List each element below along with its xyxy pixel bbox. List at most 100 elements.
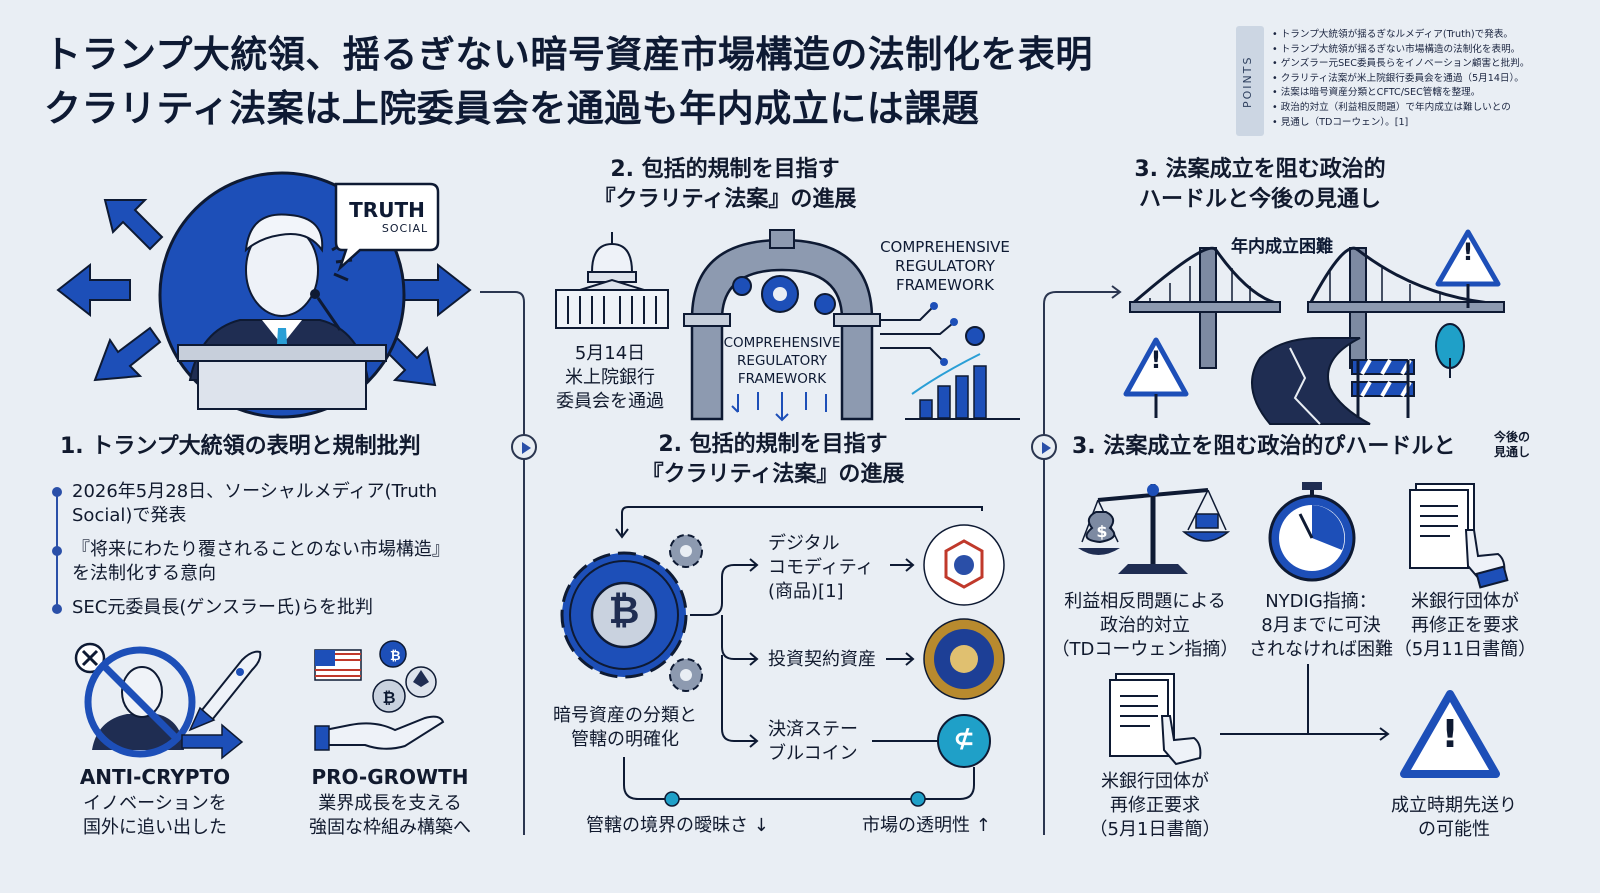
section2-heading-mid: 2. 包括的規制を目指す 『クラリティ法案』の進展 [608,430,938,490]
points-box: POINTS トランプ大統領が揺るぎなルメディア(Truth)で発表。 トランプ… [1236,26,1576,138]
dollar-glyph: $ [1096,522,1108,541]
points-item: クラリティ法案が米上院銀行委員会を通過（5月14日）。 [1272,72,1529,87]
branch-stablecoin-2: ブルコイン [768,743,858,764]
framework-right-line1: COMPREHENSIVE [880,238,1010,256]
bitcoin-glyph: ₿ [390,649,401,664]
section2-heading-top-line2: 『クラリティ法案』の進展 [593,187,857,212]
jurisdiction-ambiguity: 管轄の境界の曖昧さ ↓ [586,815,769,836]
bitcoin-glyph: ₿ [382,688,396,707]
bullet-line [56,492,58,608]
framework-arch-line2: REGULATORY [737,353,827,369]
bridge-label: 年内成立困難 [1231,237,1333,257]
truth-social-logo: TRUTH [349,198,425,222]
points-list: トランプ大統領が揺るぎなルメディア(Truth)で発表。 トランプ大統領が揺るぎ… [1272,28,1530,131]
pro-growth-title: PRO-GROWTH [311,765,469,789]
item5-line1: 成立時期先送り [1391,795,1517,816]
item4-line1: 米銀行団体が [1101,771,1209,792]
document-hand-icon [1109,673,1202,766]
section1-bullet: Social)で発表 [72,505,187,526]
section3-heading-top-line2: ハードルと今後の見通し [1138,187,1381,212]
section2-heading-top-line1: 2. 包括的規制を目指す [610,157,840,182]
framework-right-line3: FRAMEWORK [895,276,995,294]
section1-bullet: 2026年5月28日、ソーシャルメディア(Truth [72,481,438,502]
item4-line3: （5月1日書簡） [1089,819,1221,840]
play-icon [511,434,537,460]
pro-growth-icon [314,640,445,751]
connector-line-1 [480,291,525,835]
section2-heading-mid-line2: 『クラリティ法案』の進展 [641,462,905,487]
framework-label-arch: COMPREHENSIVE REGULATORY FRAMEWORK [712,334,852,388]
bitcoin-glyph: ₿ [608,588,640,632]
senate-passed: 委員会を通過 [556,391,664,412]
warning-mark: ! [1441,712,1459,756]
points-item: 法案は暗号資産分類とCFTC/SEC管轄を整理。 [1272,86,1529,101]
item1-line2: 政治的対立 [1100,615,1190,636]
section2-heading-mid-line1: 2. 包括的規制を目指す [658,432,888,457]
points-item: 見通し（TDコーウェン）。[1] [1272,116,1529,131]
section1-bullet: を法制化する意向 [72,563,216,584]
document-hand-icon [1409,483,1509,589]
item4-line2: 再修正要求 [1110,795,1200,816]
market-transparency: 市場の透明性 ↑ [862,815,991,836]
section2-heading-top: 2. 包括的規制を目指す 『クラリティ法案』の進展 [560,155,890,215]
branch-commodity-1: デジタル [768,533,840,554]
title-line-2: クラリティ法案は上院委員会を通過も年内成立には課題 [44,87,980,130]
item1-line1: 利益相反問題による [1064,591,1226,612]
trump-illustration [56,171,472,419]
section3-heading-mid-small: 今後の 見通し [1494,430,1530,460]
warning-mark: ! [1462,238,1474,266]
branch-stablecoin-1: 決済ステー [768,719,858,740]
section1-bullet: SEC元委員長(ゲンスラー氏)らを批判 [72,597,374,618]
item3-line1: 米銀行団体が [1411,591,1519,612]
stopwatch-icon [1268,482,1356,582]
section3-heading-small-line1: 今後の [1494,430,1531,444]
points-item: ゲンズラー元SEC委員長らをイノベーション顧害と批判。 [1272,57,1530,72]
points-label: POINTS [1241,55,1254,108]
points-item: 政治的対立（利益相反問題）で年内成立は難しいとの [1272,101,1529,116]
gear-icon [560,551,688,679]
scale-icon [1078,484,1231,574]
truth-social-sub: SOCIAL [381,222,429,235]
branch-commodity-3: (商品)[1] [768,581,844,602]
points-item: トランプ大統領が揺るぎない市場構造の法制化を表明。 [1272,43,1529,58]
item2-line3: されなければ困難 [1249,639,1393,660]
pro-growth-line1: 業界成長を支える [318,793,462,814]
section3-heading-small-line2: 見通し [1494,445,1531,459]
section3-heading-top-line1: 3. 法案成立を阻む政治的 [1134,157,1386,182]
section3-heading-mid: 3. 法案成立を阻む政治的ぴハードルと [1072,434,1456,459]
section1-heading: 1. トランプ大統領の表明と規制批判 [60,434,421,459]
broken-bridge-illustration [1123,229,1505,425]
classification-label-2: 管轄の明確化 [571,729,679,750]
anti-crypto-title: ANTI-CRYPTO [79,765,231,789]
bullet-dot [52,604,62,614]
item2-line1: NYDIG指摘： [1265,591,1377,612]
connector-line-2 [1043,285,1122,835]
item3-line3: （5月11日書簡） [1393,639,1537,660]
capitol-icon [555,232,669,329]
anti-crypto-line2: 国外に追い出した [83,817,227,838]
stablecoin-icon: ⊄ [953,724,975,754]
anti-crypto-icon [74,642,262,760]
title-line-1: トランプ大統領、揺るぎない暗号資産市場構造の法制化を表明 [44,33,1093,76]
section3-heading-top: 3. 法案成立を阻む政治的 ハードルと今後の見通し [1100,155,1420,215]
pro-growth-line2: 強固な枠組み構築へ [309,817,471,838]
classification-label-1: 暗号資産の分類と [553,705,697,726]
anti-crypto-line1: イノベーションを [83,793,227,814]
arch-icon [683,229,1020,422]
warning-icon [1400,690,1500,778]
warning-mark: ! [1150,346,1162,374]
item1-line3: （TDコーウェン指摘） [1051,639,1239,660]
item3-line2: 再修正を要求 [1411,615,1519,636]
branch-commodity-2: コモディティ [768,557,874,578]
framework-arch-line3: FRAMEWORK [737,371,827,387]
senate-committee: 米上院銀行 [565,367,655,388]
flow-connector [1220,664,1390,741]
page-title: トランプ大統領、揺るぎない暗号資産市場構造の法制化を表明 クラリティ法案は上院委… [44,28,1093,136]
framework-right-line2: REGULATORY [895,257,995,275]
points-tab: POINTS [1236,26,1264,136]
framework-arch-line1: COMPREHENSIVE [723,335,841,351]
section1-bullet: 『将来にわたり覆されることのない市場構造』 [72,539,450,560]
senate-date: 5月14日 [574,343,646,364]
framework-label-right: COMPREHENSIVE REGULATORY FRAMEWORK [860,238,1030,295]
branch-investment: 投資契約資産 [768,649,876,670]
